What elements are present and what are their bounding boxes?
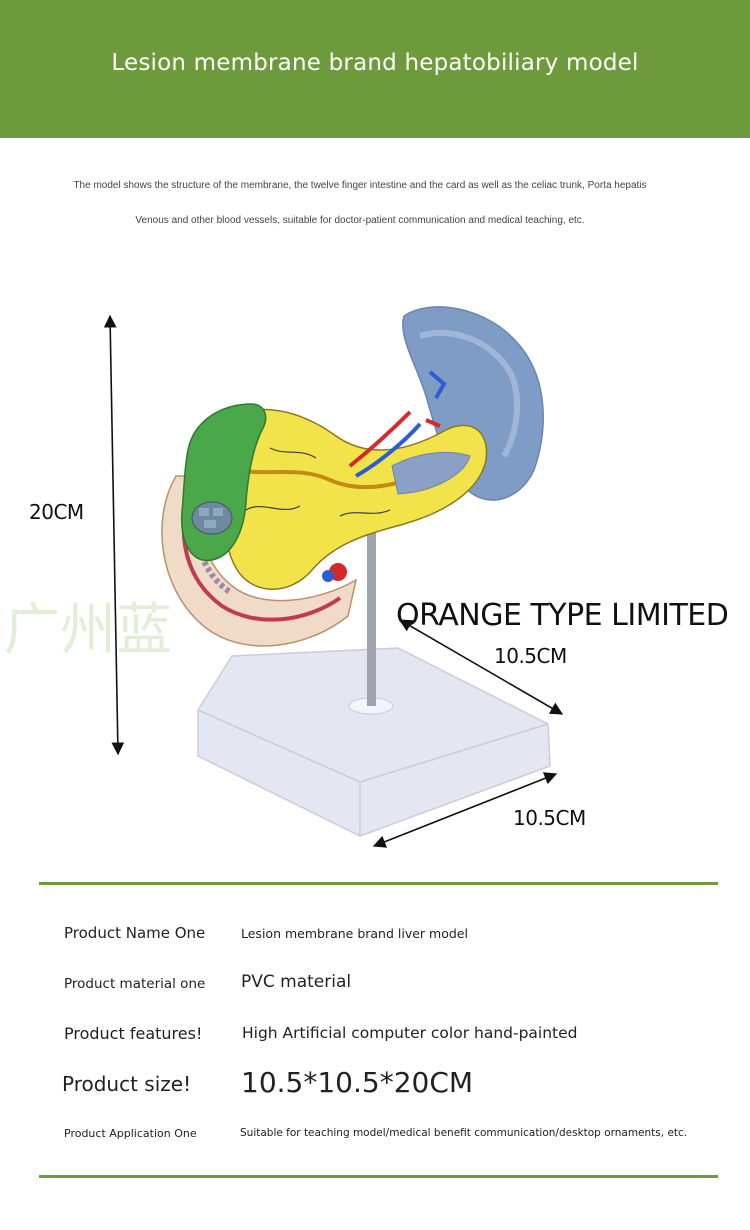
spec-label-name: Product Name One [64, 924, 206, 942]
spec-value-material: PVC material [241, 972, 352, 992]
height-dimension-label: 20CM [29, 500, 84, 524]
spec-value-size: 10.5*10.5*20CM [241, 1066, 474, 1099]
spec-label-features: Product features! [64, 1024, 203, 1043]
spec-value-application: Suitable for teaching model/medical bene… [240, 1127, 688, 1139]
spec-value-name: Lesion membrane brand liver model [241, 926, 468, 941]
stand-base [197, 647, 551, 837]
banner-title: Lesion membrane brand hepatobiliary mode… [111, 50, 639, 76]
description-line-2: Venous and other blood vessels, suitable… [135, 215, 585, 226]
pancreas-shape [205, 408, 488, 590]
spec-label-size: Product size! [62, 1072, 192, 1096]
description-line-1: The model shows the structure of the mem… [73, 180, 647, 191]
depth-arrow [372, 772, 558, 848]
depth-dimension-label: 10.5CM [513, 806, 586, 830]
blood-vessels [322, 410, 422, 582]
divider-bottom [39, 1175, 718, 1178]
stand-pole [367, 530, 376, 706]
gallbladder-shape [181, 403, 267, 562]
watermark-text: 广州蓝 [4, 598, 172, 663]
header-banner: Lesion membrane brand hepatobiliary mode… [0, 0, 750, 138]
width-arrow [398, 619, 564, 715]
product-figure: 广州蓝 [0, 280, 750, 870]
height-arrow [103, 314, 125, 756]
spec-value-features: High Artificial computer color hand-pain… [242, 1024, 578, 1042]
brand-overlay-text: ORANGE TYPE LIMITED [396, 598, 729, 633]
spleen-shape [402, 306, 544, 501]
width-dimension-label: 10.5CM [494, 644, 567, 668]
divider-top [39, 882, 718, 885]
spec-label-material: Product material one [64, 976, 206, 992]
spec-label-application: Product Application One [64, 1127, 197, 1140]
anatomy-model-illustration [103, 306, 564, 848]
